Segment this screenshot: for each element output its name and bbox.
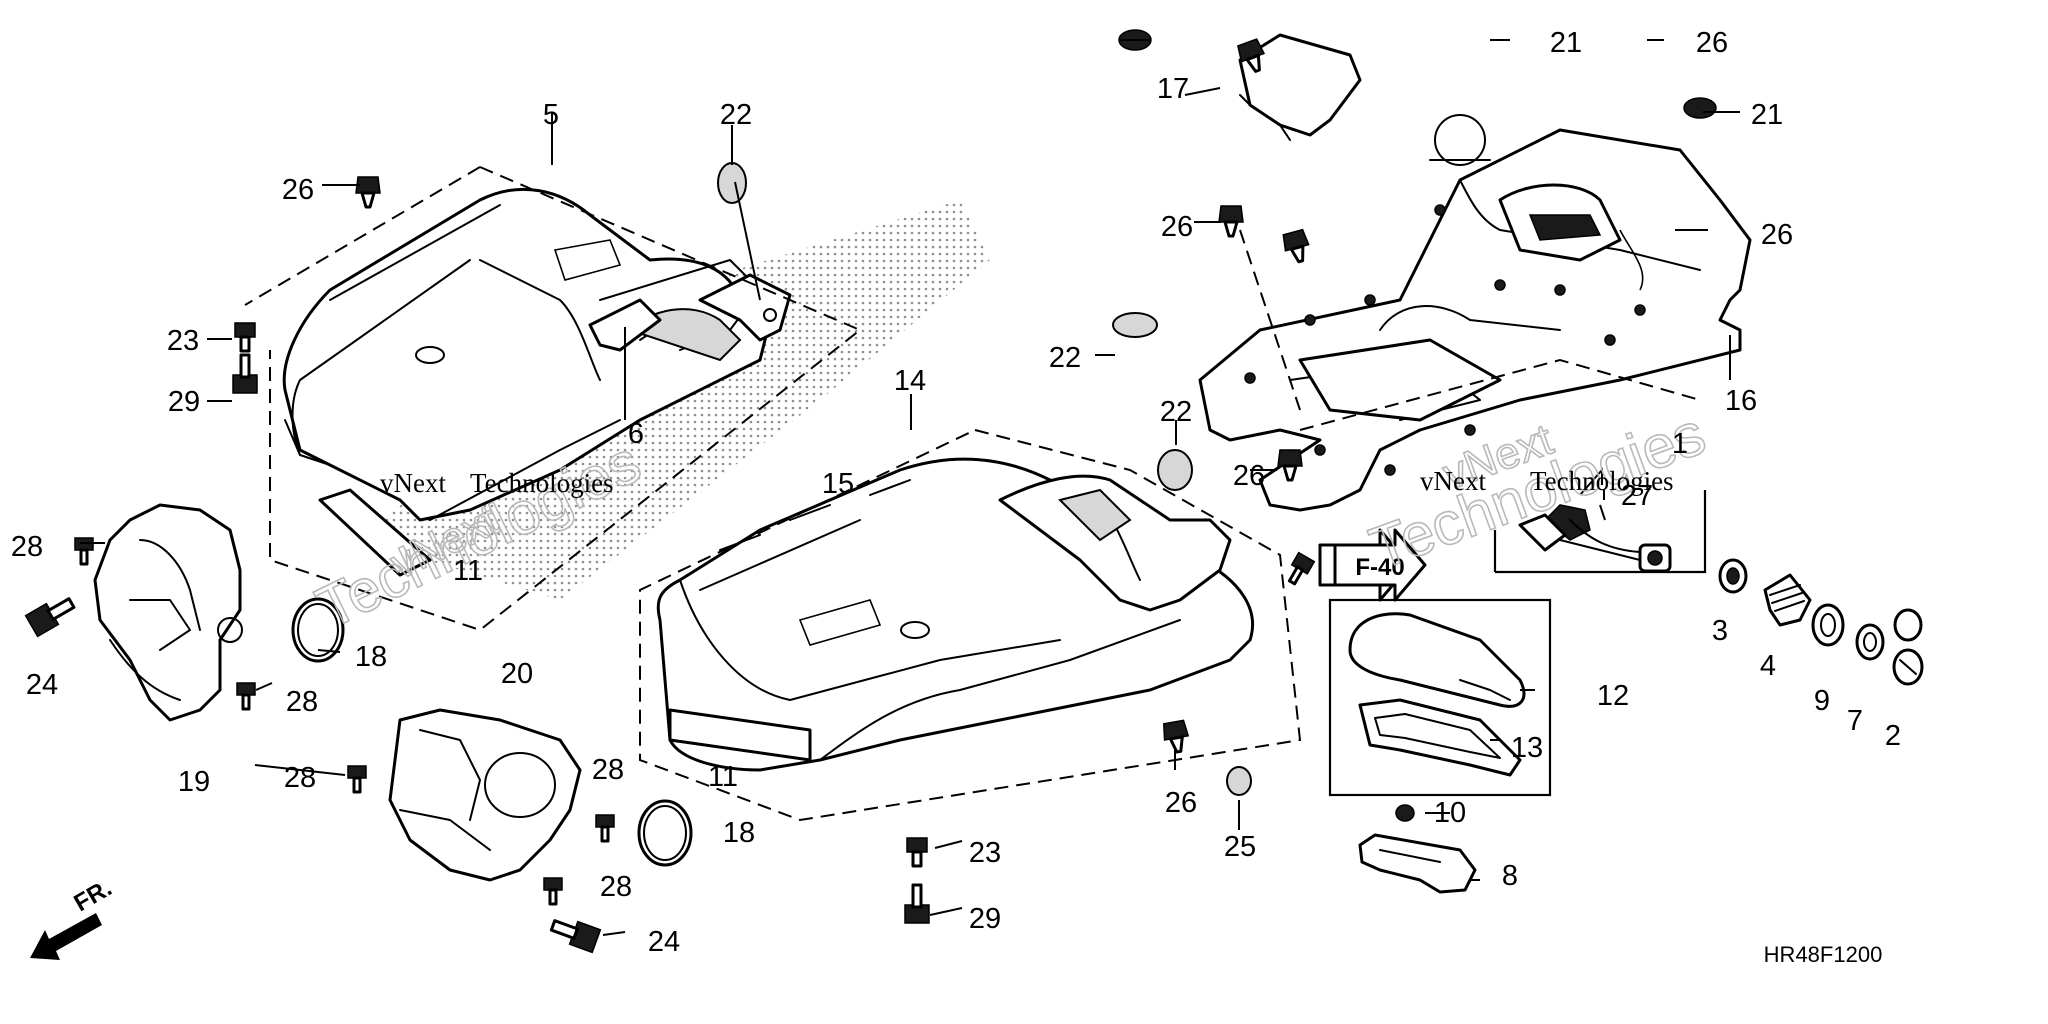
- box-part-1: [1493, 490, 1707, 574]
- assembly-outline-14: [639, 428, 1302, 822]
- rear-fender-part-16: [1198, 114, 1752, 512]
- callout-7: 7: [1847, 705, 1863, 737]
- callout-3: 3: [1712, 615, 1728, 647]
- front-direction-arrow: FR.: [30, 874, 116, 960]
- fastener-set: [24, 29, 1717, 954]
- callout-28-c: 28: [284, 762, 316, 794]
- rubber-ring-part-18-lower: [637, 799, 693, 867]
- callout-11-lower: 11: [708, 761, 738, 793]
- callout-29-left: 29: [168, 386, 200, 418]
- callout-14: 14: [894, 365, 926, 397]
- foam-strip-part-11-lower: [668, 708, 812, 762]
- diagram-code: HR48F1200: [1764, 942, 1883, 967]
- callout-10: 10: [1434, 797, 1466, 829]
- washer-part-7: [1855, 623, 1885, 661]
- callout-22-left: 22: [720, 99, 752, 131]
- callout-26-c: 26: [1161, 211, 1193, 243]
- callout-26-b: 26: [1696, 27, 1728, 59]
- watermark-caption-right: vNext: [1420, 466, 1486, 496]
- grommet-part-9: [1811, 603, 1845, 647]
- assembly-outline-5: [244, 166, 862, 632]
- front-indicator: FR.: [70, 874, 117, 917]
- callout-23-bottom: 23: [969, 837, 1001, 869]
- callout-12: 12: [1597, 680, 1629, 712]
- bracket-part-8: [1358, 833, 1477, 894]
- box-part-12: [1328, 598, 1552, 797]
- callout-18-upper: 18: [355, 641, 387, 673]
- callout-24-bottom: 24: [648, 926, 680, 958]
- watermark-caption-left: vNext: [380, 468, 446, 498]
- callout-8: 8: [1502, 860, 1518, 892]
- socket-part-4: [1763, 573, 1812, 627]
- callout-20: 20: [501, 658, 533, 690]
- callout-4: 4: [1760, 650, 1776, 682]
- callout-2: 2: [1885, 720, 1901, 752]
- callout-1: 1: [1672, 428, 1688, 460]
- callout-25: 25: [1224, 831, 1256, 863]
- leader-lines: [80, 39, 1740, 936]
- callout-23-left: 23: [167, 325, 199, 357]
- callout-26-e: 26: [1233, 460, 1265, 492]
- callout-11-upper: 11: [453, 555, 483, 587]
- callout-numbers: 1 2 3 4 5 6 7 8 9 10 11 11 12 13 14 15 1…: [11, 27, 1901, 958]
- callout-6: 6: [628, 418, 644, 450]
- callout-21-right: 21: [1751, 99, 1783, 131]
- callout-22-center: 22: [1049, 342, 1081, 374]
- callout-21-top: 21: [1550, 27, 1582, 59]
- cover-part-17: [1238, 33, 1362, 141]
- cap-part-2: [1892, 608, 1924, 686]
- watermark-caption-left-2: Technologies: [470, 468, 614, 498]
- callout-16: 16: [1725, 385, 1757, 417]
- rear-fender-grommets: [1244, 204, 1646, 476]
- callout-26-a: 26: [282, 174, 314, 206]
- callout-13: 13: [1511, 732, 1543, 764]
- watermark-caption-right-2: Technologies: [1530, 466, 1674, 496]
- seal-part-13: [1358, 698, 1522, 777]
- cover-part-12: [1348, 612, 1526, 708]
- center-fender-part-14: [656, 457, 1255, 772]
- callout-24-left: 24: [26, 669, 58, 701]
- callout-15: 15: [822, 468, 854, 500]
- strip-part-15: [699, 519, 861, 591]
- callout-18-lower: 18: [723, 817, 755, 849]
- callout-17: 17: [1157, 73, 1189, 105]
- callout-28-b: 28: [286, 686, 318, 718]
- inner-cover-part-19: [93, 503, 243, 722]
- inner-cover-part-20: [388, 708, 582, 882]
- assembly-outline-16: [1239, 229, 1701, 431]
- reference-f40-arrow: F-40: [1318, 528, 1427, 602]
- callout-26-f: 26: [1165, 787, 1197, 819]
- callout-9: 9: [1814, 685, 1830, 717]
- callout-19: 19: [178, 766, 210, 798]
- foam-strip-part-11-upper: [318, 488, 432, 577]
- nut-part-3: [1718, 558, 1748, 594]
- callout-26-d: 26: [1761, 219, 1793, 251]
- socket-assembly-part-1: [1518, 504, 1672, 573]
- rubber-ring-part-18-upper: [291, 597, 345, 663]
- callout-28-a: 28: [11, 531, 43, 563]
- callout-27: 27: [1621, 480, 1653, 512]
- callout-5: 5: [543, 99, 559, 131]
- reference-label: F-40: [1355, 554, 1404, 581]
- callout-22-right: 22: [1160, 396, 1192, 428]
- callout-29-bottom: 29: [969, 903, 1001, 935]
- callout-28-d: 28: [592, 754, 624, 786]
- callout-28-e: 28: [600, 871, 632, 903]
